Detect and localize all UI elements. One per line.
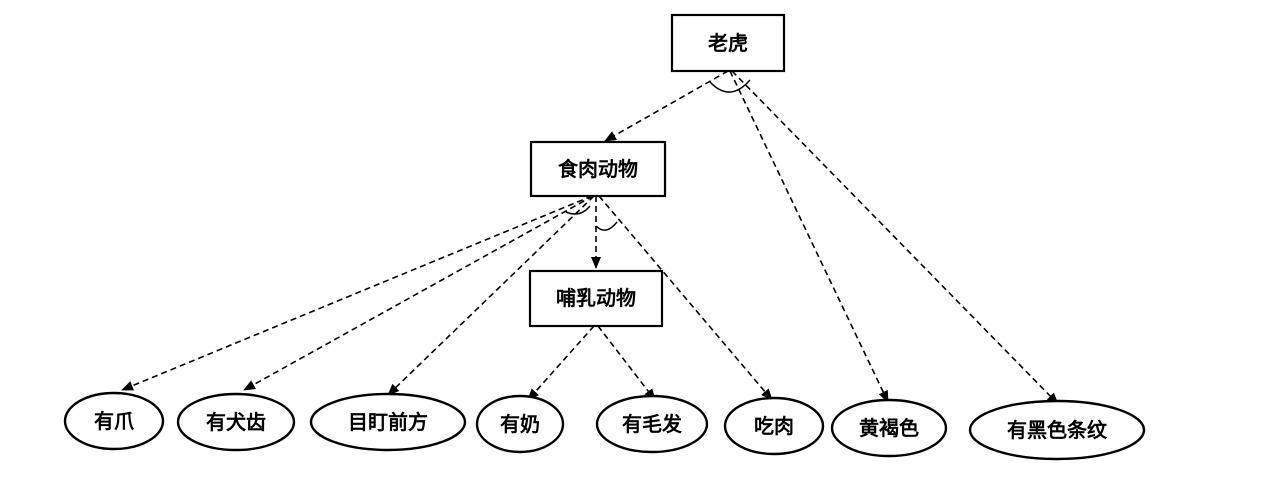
node-has-milk-label: 有奶 xyxy=(500,412,540,436)
node-eats-meat: 吃肉 xyxy=(723,396,825,456)
node-has-claws-label: 有爪 xyxy=(94,409,135,433)
node-mammal: 哺乳动物 xyxy=(528,269,664,328)
node-mammal-label: 哺乳动物 xyxy=(556,286,636,310)
node-black-stripes-label: 有黑色条纹 xyxy=(1007,418,1108,442)
node-tawny-color-label: 黄褐色 xyxy=(859,416,919,440)
node-has-canines: 有犬齿 xyxy=(176,392,296,452)
node-carnivore: 食肉动物 xyxy=(529,140,667,198)
node-has-milk: 有奶 xyxy=(475,394,565,454)
node-has-hair-label: 有毛发 xyxy=(622,412,683,436)
edge-carnivore-has-canines xyxy=(243,195,594,391)
node-tiger: 老虎 xyxy=(670,13,786,73)
and-arc-carnivore-right xyxy=(595,221,618,231)
and-arc-carnivore-left xyxy=(565,205,591,215)
edge-tiger-carnivore xyxy=(604,70,729,142)
and-arcs xyxy=(565,79,751,231)
node-has-canines-label: 有犬齿 xyxy=(206,410,266,434)
node-carnivore-label: 食肉动物 xyxy=(558,157,638,181)
edge-mammal-has-hair xyxy=(597,325,656,401)
node-eyes-forward: 目盯前方 xyxy=(309,392,467,452)
node-tiger-label: 老虎 xyxy=(708,31,748,55)
edge-tiger-black-stripes xyxy=(731,70,1059,405)
node-has-claws: 有爪 xyxy=(63,391,165,451)
edge-mammal-has-milk xyxy=(527,325,595,401)
edge-tiger-tawny-color xyxy=(729,70,889,403)
edges xyxy=(121,70,1059,405)
node-has-hair: 有毛发 xyxy=(595,394,709,454)
edge-carnivore-eyes-forward xyxy=(387,195,595,396)
node-eyes-forward-label: 目盯前方 xyxy=(348,410,428,434)
node-eats-meat-label: 吃肉 xyxy=(754,414,794,438)
edge-carnivore-has-claws xyxy=(121,195,593,391)
edge-carnivore-eats-meat xyxy=(598,195,773,401)
node-black-stripes: 有黑色条纹 xyxy=(968,399,1146,461)
node-tawny-color: 黄褐色 xyxy=(830,398,948,458)
and-arc-tiger xyxy=(709,79,751,93)
